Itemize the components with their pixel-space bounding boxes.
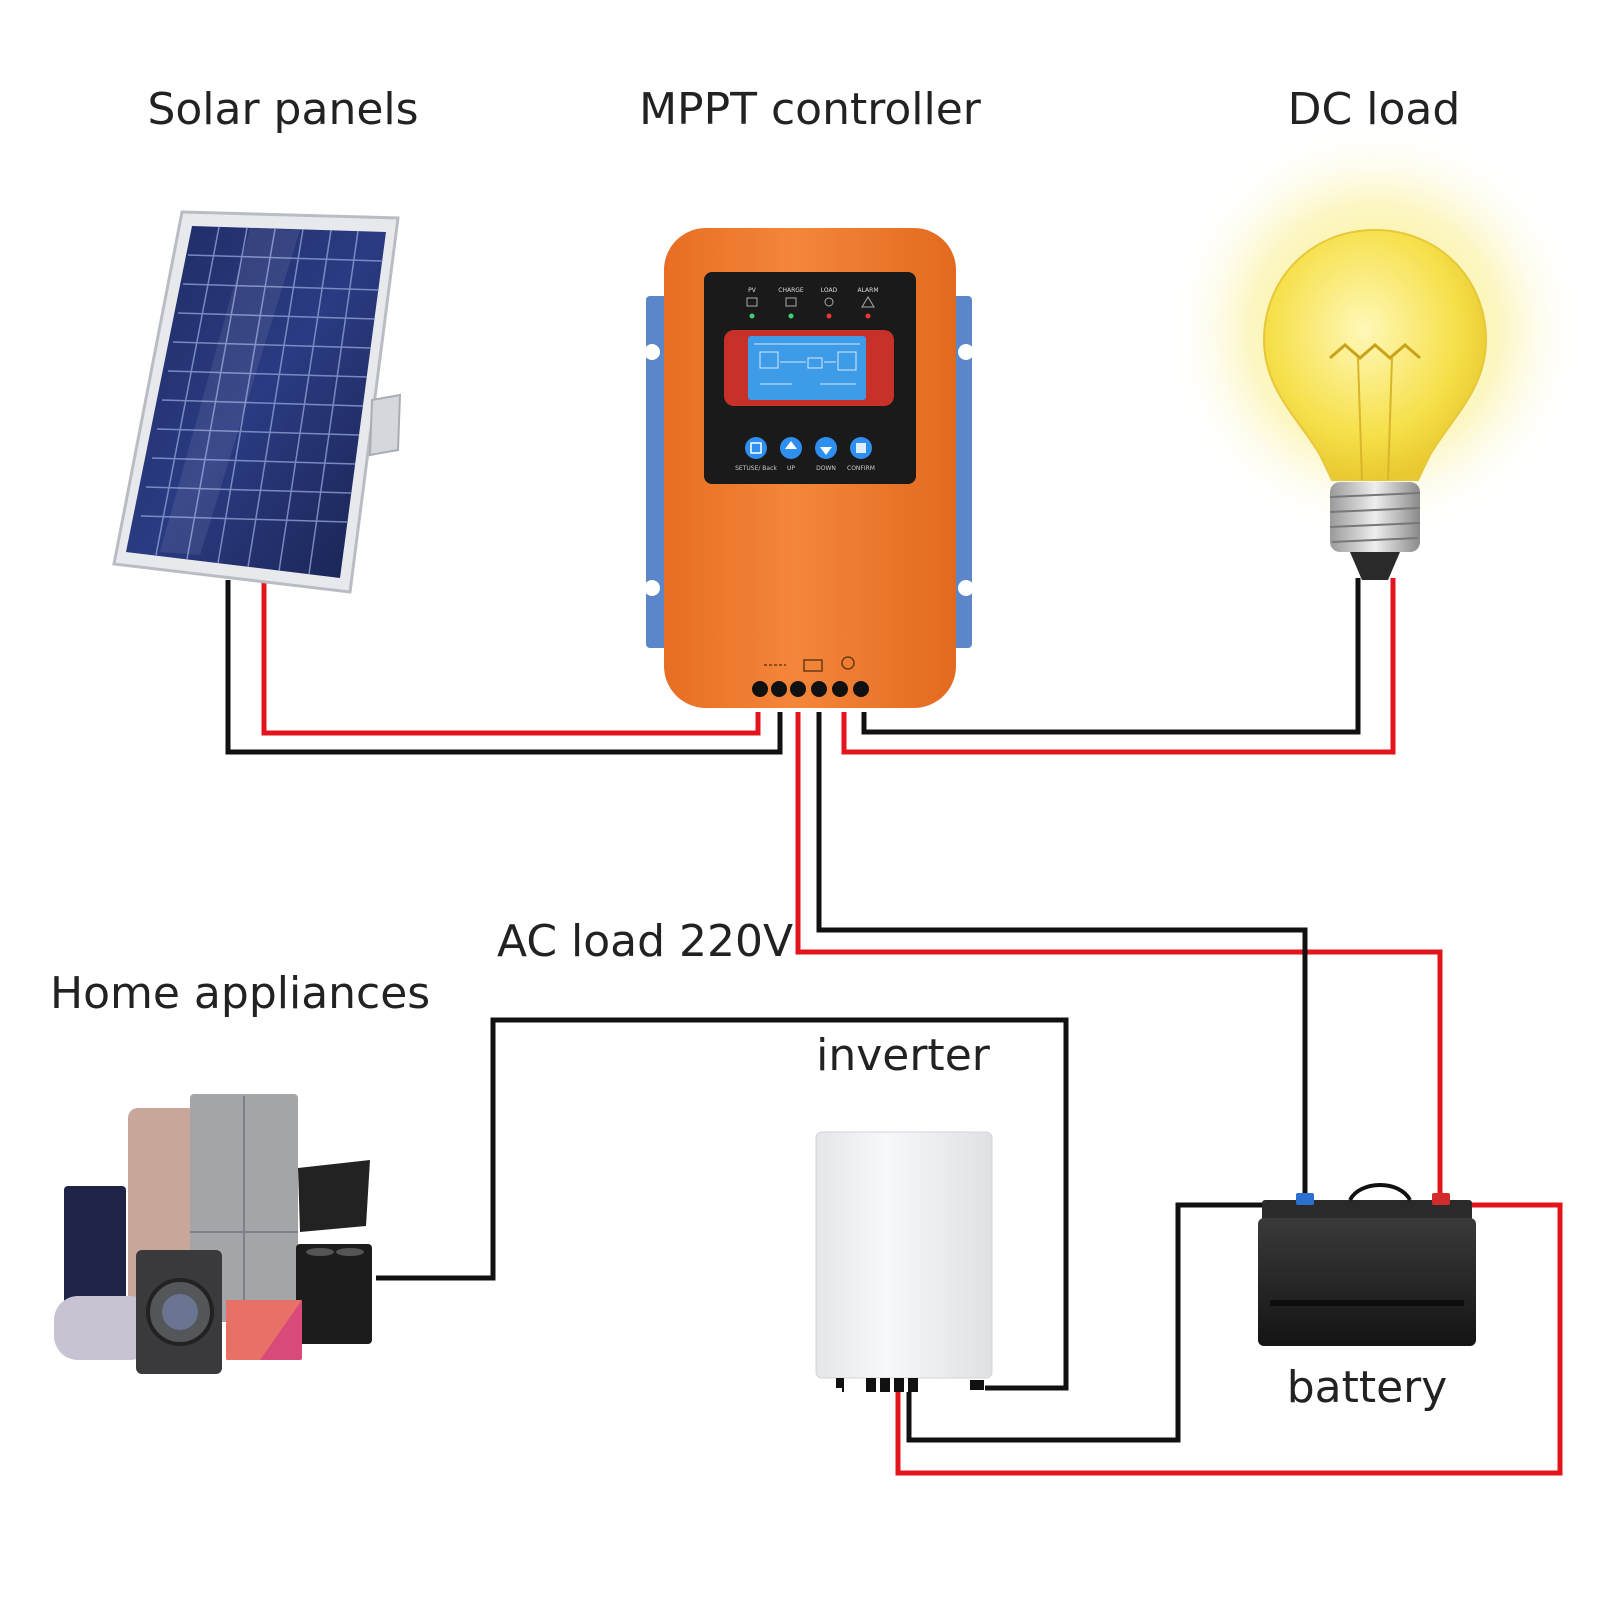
led-pv: [749, 313, 755, 319]
home-appliances: [54, 1094, 372, 1374]
solar-negative-wire: [225, 580, 783, 755]
ac-output-wire: [376, 1017, 1069, 1391]
indicator-alarm: ALARM: [857, 287, 878, 294]
battery-unit: [1258, 1183, 1476, 1346]
wiring: [225, 578, 1563, 1476]
bulb-base: [1330, 482, 1420, 552]
inverter-unit: [815, 1131, 993, 1392]
bulb-terminal-icon: [841, 656, 855, 670]
battery-positive-terminal: [1432, 1193, 1450, 1205]
label-home-appliances: Home appliances: [50, 968, 430, 1019]
indicator-charge: CHARGE: [778, 287, 804, 294]
up-caption: UP: [787, 465, 795, 472]
control-buttons: SETUSE/ Back UP DOWN CONFIRM: [735, 437, 875, 472]
terminal-row: [752, 681, 869, 697]
label-mppt-controller: MPPT controller: [639, 84, 982, 135]
down-arrow-icon: [820, 447, 832, 455]
inverter-negative-wire: [906, 1202, 1262, 1443]
setup-back-caption: SETUSE/ Back: [735, 465, 777, 472]
indicator-load: LOAD: [821, 287, 838, 294]
inverter-positive-wire: [895, 1202, 1563, 1476]
up-arrow-icon: [785, 441, 797, 449]
mppt-controller: PV CHARGE LOAD ALARM: [644, 228, 974, 708]
led-alarm: [865, 313, 871, 319]
range-hood: [298, 1160, 370, 1232]
setup-back-button[interactable]: [745, 437, 767, 459]
light-bulb: [1165, 120, 1585, 580]
label-battery: battery: [1287, 1362, 1448, 1413]
indicator-pv: PV: [748, 287, 757, 294]
indicator-row: PV CHARGE LOAD ALARM: [746, 287, 879, 319]
battery-negative-wire: [816, 712, 1308, 1208]
battery-negative-terminal: [1296, 1193, 1314, 1205]
led-charge: [788, 313, 794, 319]
label-dc-load: DC load: [1288, 84, 1461, 135]
water-heater: [54, 1296, 154, 1360]
solar-panel: [112, 210, 402, 594]
filament: [1329, 343, 1421, 360]
terminal-icons: [764, 656, 855, 672]
stove: [296, 1244, 372, 1344]
solar-positive-wire: [261, 580, 761, 736]
confirm-caption: CONFIRM: [847, 465, 875, 472]
battery-positive-wire: [795, 712, 1443, 1208]
load-negative-wire: [861, 578, 1361, 735]
down-caption: DOWN: [816, 465, 836, 472]
inverter-ports: [836, 1378, 984, 1392]
label-solar-panels: Solar panels: [147, 84, 418, 135]
label-ac-load: AC load 220V: [497, 916, 793, 967]
label-inverter: inverter: [816, 1030, 991, 1081]
load-positive-wire: [841, 578, 1396, 755]
led-load: [826, 313, 832, 319]
